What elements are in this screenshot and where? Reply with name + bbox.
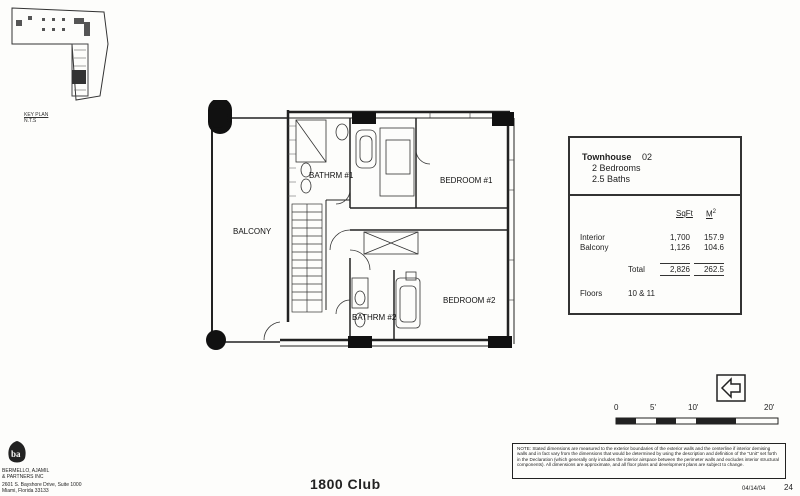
firm-address-1: 2601 S. Bayshore Drive, Suite 1000 — [2, 482, 82, 488]
north-arrow-icon — [716, 374, 746, 402]
project-title: 1800 Club — [310, 476, 381, 492]
total-m2: 262.5 — [694, 263, 724, 276]
scale-tick-20: 20' — [764, 403, 775, 412]
key-plan-drawing — [11, 7, 109, 101]
row-sqft-interior: 1,700 — [669, 233, 690, 242]
unit-info-panel: Townhouse 02 2 Bedrooms 2.5 Baths SqFt M… — [568, 136, 742, 315]
row-label-balcony: Balcony — [580, 243, 609, 252]
floors-label: Floors — [580, 289, 603, 298]
drawing-date: 04/14/04 — [742, 486, 766, 492]
room-label-bedroom1: BEDROOM #1 — [440, 176, 493, 185]
floor-plan — [206, 100, 515, 350]
firm-logo: ba — [8, 441, 26, 463]
scale-bar — [615, 417, 779, 425]
unit-name: Townhouse — [582, 152, 632, 162]
room-label-bedroom2: BEDROOM #2 — [443, 296, 496, 305]
page-number: 24 — [784, 483, 793, 492]
firm-address-2: Miami, Florida 33133 — [2, 488, 49, 494]
col-header-m2: M2 — [706, 209, 717, 219]
row-m2-interior: 157.9 — [703, 233, 724, 242]
disclaimer-note: NOTE: Stated dimensions are measured to … — [512, 443, 786, 479]
key-plan-label: KEY PLAN N.T.S — [24, 112, 48, 124]
row-sqft-balcony: 1,126 — [669, 243, 690, 252]
col-header-sqft: SqFt — [676, 209, 693, 218]
unit-baths: 2.5 Baths — [592, 174, 631, 184]
total-label: Total — [628, 265, 645, 274]
unit-number: 02 — [642, 152, 653, 162]
scale-tick-0: 0 — [614, 403, 619, 412]
room-label-bathrm1: BATHRM #1 — [309, 171, 354, 180]
key-plan-subtitle: N.T.S — [24, 118, 37, 124]
firm-name-1: BERMELLO, AJAMIL — [2, 468, 50, 474]
floors-value: 10 & 11 — [628, 289, 655, 298]
panel-divider — [570, 194, 740, 196]
room-label-bathrm2: BATHRM #2 — [352, 313, 397, 322]
scale-tick-5: 5' — [650, 403, 656, 412]
scale-tick-10: 10' — [688, 403, 699, 412]
row-label-interior: Interior — [580, 233, 605, 242]
key-plan-title: KEY PLAN — [24, 112, 49, 118]
row-m2-balcony: 104.6 — [703, 243, 724, 252]
total-sqft: 2,826 — [660, 263, 690, 276]
svg-text:ba: ba — [11, 449, 21, 459]
room-label-balcony: BALCONY — [233, 227, 272, 236]
firm-name-2: & PARTNERS INC — [2, 474, 44, 480]
unit-bedrooms: 2 Bedrooms — [592, 163, 641, 173]
